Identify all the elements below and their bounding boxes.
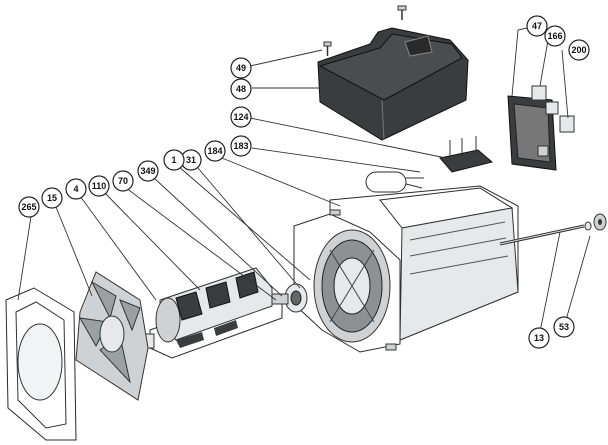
svg-text:349: 349 bbox=[140, 166, 155, 176]
part-13-through-bolt bbox=[499, 224, 585, 246]
callout-349: 349 bbox=[137, 160, 159, 182]
part-265-end-plate bbox=[5, 287, 77, 441]
part-53-nut bbox=[584, 213, 607, 231]
part-49-cover-screw bbox=[323, 41, 332, 56]
callout-1: 1 bbox=[163, 149, 185, 171]
callout-110: 110 bbox=[88, 175, 110, 197]
part-15-fan bbox=[75, 271, 149, 401]
svg-text:48: 48 bbox=[236, 84, 246, 94]
svg-text:1: 1 bbox=[171, 155, 176, 165]
svg-text:166: 166 bbox=[547, 31, 562, 41]
callout-13: 13 bbox=[528, 327, 550, 349]
svg-text:184: 184 bbox=[207, 146, 222, 156]
svg-text:70: 70 bbox=[118, 176, 128, 186]
svg-text:124: 124 bbox=[233, 112, 248, 122]
svg-text:200: 200 bbox=[571, 45, 586, 55]
svg-text:110: 110 bbox=[92, 181, 107, 191]
top-screw bbox=[397, 5, 407, 20]
svg-text:53: 53 bbox=[559, 322, 569, 332]
svg-text:47: 47 bbox=[532, 21, 542, 31]
callout-15: 15 bbox=[41, 187, 63, 209]
part-183-capacitor bbox=[365, 171, 424, 193]
callout-53: 53 bbox=[553, 316, 575, 338]
callout-183: 183 bbox=[230, 135, 252, 157]
svg-text:4: 4 bbox=[73, 184, 78, 194]
callout-49: 49 bbox=[230, 57, 252, 79]
svg-text:183: 183 bbox=[233, 141, 248, 151]
part-48-motor-cover bbox=[317, 27, 469, 141]
callout-70: 70 bbox=[112, 170, 134, 192]
callout-47: 47 bbox=[526, 15, 548, 37]
callout-48: 48 bbox=[230, 78, 252, 100]
svg-text:31: 31 bbox=[186, 155, 196, 165]
svg-text:265: 265 bbox=[21, 202, 36, 212]
part-124-terminal-board bbox=[439, 136, 494, 173]
callout-124: 124 bbox=[230, 106, 252, 128]
callout-265: 265 bbox=[18, 196, 40, 218]
callout-166: 166 bbox=[544, 25, 566, 47]
callout-184: 184 bbox=[204, 140, 226, 162]
callout-200: 200 bbox=[568, 39, 590, 61]
part-47-switch-plate bbox=[507, 85, 575, 171]
part-110-rotor-assembly bbox=[129, 267, 283, 359]
svg-text:49: 49 bbox=[236, 63, 246, 73]
svg-text:15: 15 bbox=[47, 193, 57, 203]
svg-text:13: 13 bbox=[534, 333, 544, 343]
callout-4: 4 bbox=[65, 178, 87, 200]
part-1-motor-housing bbox=[293, 185, 519, 353]
